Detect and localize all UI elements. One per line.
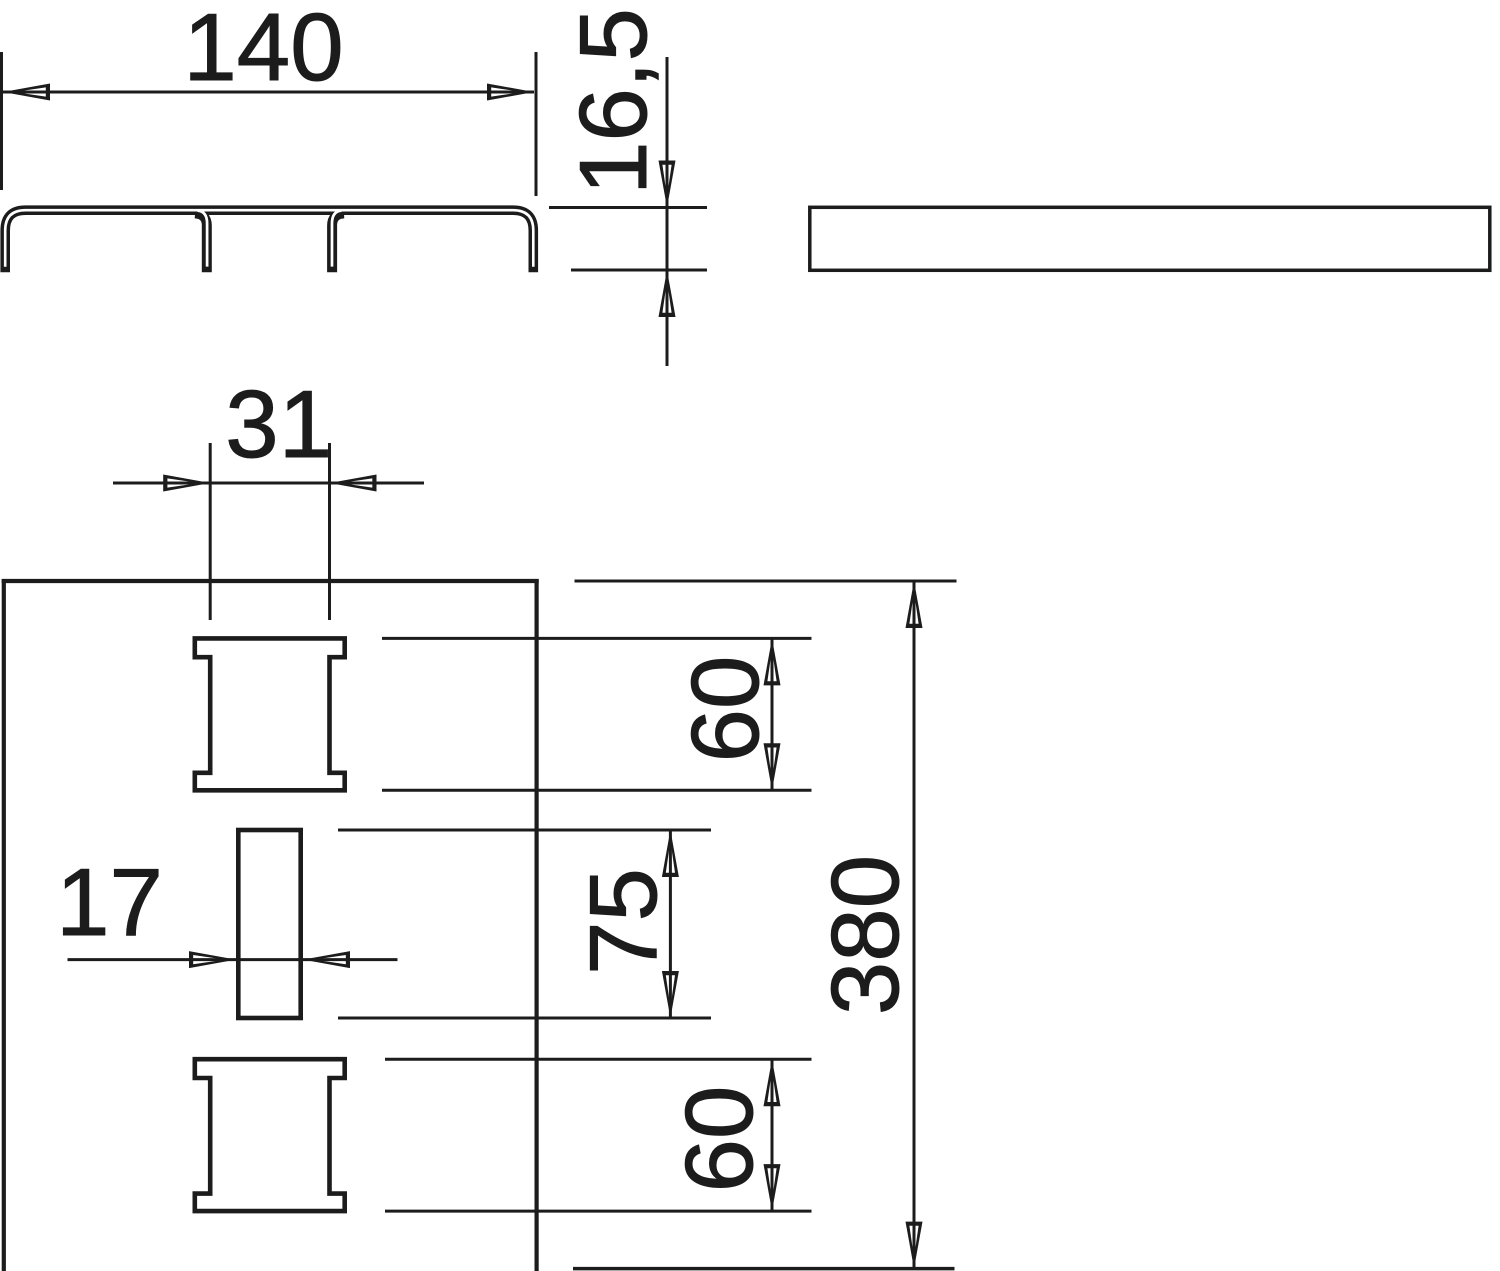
svg-text:31: 31 — [225, 371, 332, 478]
svg-text:17: 17 — [56, 849, 163, 956]
svg-text:140: 140 — [183, 0, 343, 101]
svg-text:60: 60 — [672, 656, 779, 763]
svg-text:60: 60 — [666, 1086, 773, 1193]
svg-text:16,5: 16,5 — [560, 8, 667, 195]
svg-text:380: 380 — [812, 855, 919, 1015]
svg-text:75: 75 — [570, 868, 677, 975]
